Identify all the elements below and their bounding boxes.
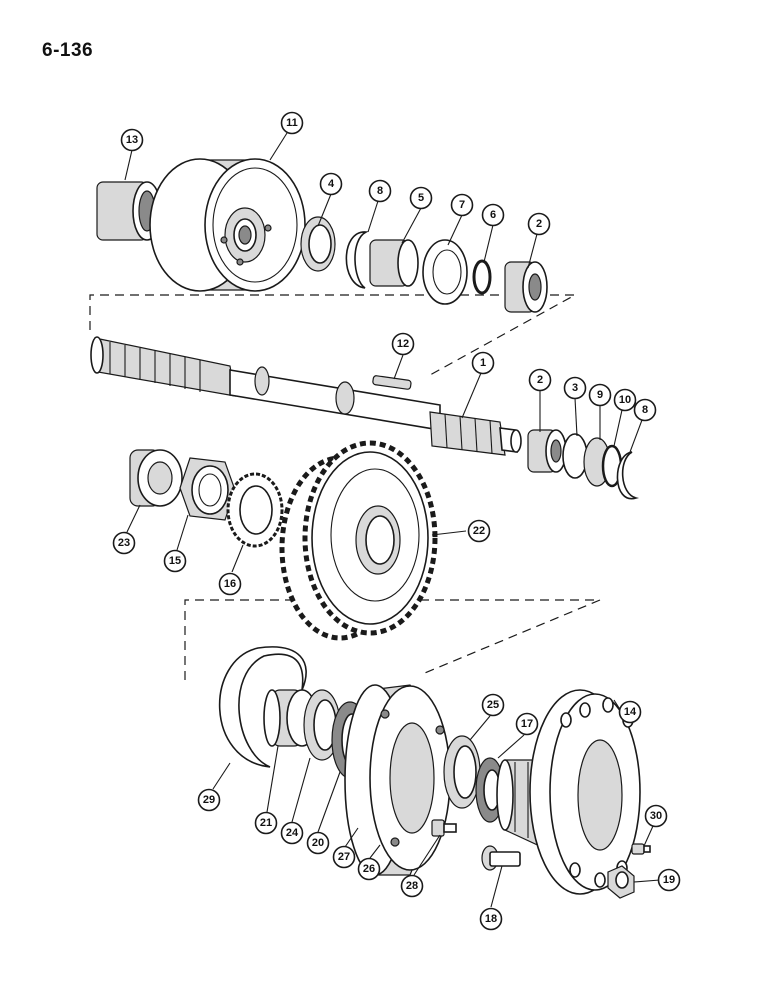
svg-text:23: 23 — [118, 537, 130, 549]
callout-6: 6 — [481, 203, 505, 227]
callout-13: 13 — [120, 128, 144, 152]
callout-9: 9 — [588, 383, 612, 407]
svg-text:8: 8 — [642, 404, 648, 416]
part-2-bearing-lower — [527, 429, 567, 473]
part-30-grease-fitting — [631, 843, 651, 855]
part-16-lockwasher — [226, 472, 284, 548]
callout-12: 12 — [391, 332, 415, 356]
svg-text:17: 17 — [521, 718, 533, 730]
callout-4: 4 — [319, 172, 343, 196]
callout-28: 28 — [400, 874, 424, 898]
svg-text:30: 30 — [650, 810, 662, 822]
part-24-seal — [303, 689, 341, 761]
part-7-washer — [422, 239, 468, 305]
part-14-flange — [496, 689, 641, 895]
svg-text:11: 11 — [286, 117, 298, 129]
svg-text:13: 13 — [126, 134, 138, 146]
svg-text:24: 24 — [286, 827, 299, 839]
callout-26: 26 — [357, 857, 381, 881]
part-29-snap-ring — [218, 646, 307, 768]
callout-21: 21 — [254, 811, 278, 835]
svg-text:25: 25 — [487, 699, 499, 711]
part-8-snap-ring-upper — [345, 231, 369, 289]
callout-23: 23 — [112, 531, 136, 555]
svg-text:2: 2 — [537, 374, 543, 386]
part-15-locknut — [179, 457, 236, 521]
part-18-stud — [481, 845, 521, 871]
part-28-bolt — [431, 819, 457, 837]
svg-text:20: 20 — [312, 837, 324, 849]
callout-27: 27 — [332, 845, 356, 869]
part-11-drum — [149, 158, 306, 292]
callout-8-upper: 8 — [368, 179, 392, 203]
part-1-shaft — [90, 336, 522, 456]
svg-text:14: 14 — [624, 706, 637, 718]
callout-22: 22 — [467, 519, 491, 543]
part-26-housing — [344, 684, 451, 876]
callout-10: 10 — [613, 388, 637, 412]
svg-text:2: 2 — [536, 218, 542, 230]
svg-text:5: 5 — [418, 192, 424, 204]
svg-text:22: 22 — [473, 525, 485, 537]
svg-text:8: 8 — [377, 185, 383, 197]
svg-text:7: 7 — [459, 199, 465, 211]
callout-16: 16 — [218, 572, 242, 596]
part-8-snap-ring-lower — [616, 451, 640, 500]
callout-30: 30 — [644, 804, 668, 828]
callout-2-upper: 2 — [527, 212, 551, 236]
callout-5: 5 — [409, 186, 433, 210]
svg-text:10: 10 — [619, 394, 631, 406]
callout-8-lower: 8 — [633, 398, 657, 422]
svg-text:29: 29 — [203, 794, 215, 806]
svg-text:16: 16 — [224, 578, 236, 590]
part-2-bearing-upper — [504, 261, 548, 313]
part-25-ring — [443, 735, 481, 809]
callout-24: 24 — [280, 821, 304, 845]
svg-text:15: 15 — [169, 555, 181, 567]
callout-2-lower: 2 — [528, 368, 552, 392]
svg-text:27: 27 — [338, 851, 350, 863]
svg-text:28: 28 — [406, 880, 418, 892]
callout-17: 17 — [515, 712, 539, 736]
svg-text:1: 1 — [480, 357, 486, 369]
part-12-key — [372, 375, 412, 390]
part-6-o-ring — [472, 259, 492, 295]
callout-7: 7 — [450, 193, 474, 217]
callout-18: 18 — [479, 907, 503, 931]
page-number: 6-136 — [42, 40, 94, 61]
svg-text:26: 26 — [363, 863, 375, 875]
part-3-ring — [562, 433, 588, 479]
assembly-plane-upper — [89, 294, 576, 376]
callout-19: 19 — [657, 868, 681, 892]
callout-3: 3 — [563, 376, 587, 400]
svg-text:18: 18 — [485, 913, 497, 925]
callout-15: 15 — [163, 549, 187, 573]
part-19-nut — [607, 865, 635, 899]
svg-text:4: 4 — [328, 178, 335, 190]
svg-text:21: 21 — [260, 817, 272, 829]
callout-29: 29 — [197, 788, 221, 812]
svg-text:6: 6 — [490, 209, 496, 221]
callout-25: 25 — [481, 693, 505, 717]
svg-text:12: 12 — [397, 338, 409, 350]
callout-11: 11 — [280, 111, 304, 135]
svg-text:19: 19 — [663, 874, 675, 886]
part-5-bushing — [369, 239, 419, 287]
part-13-sleeve — [96, 181, 162, 241]
part-22-gear — [279, 440, 438, 641]
callout-14: 14 — [618, 700, 642, 724]
svg-text:9: 9 — [597, 389, 603, 401]
part-23-bearing — [129, 449, 183, 507]
callout-1: 1 — [471, 351, 495, 375]
svg-text:3: 3 — [572, 382, 578, 394]
callout-20: 20 — [306, 831, 330, 855]
leader-lines — [124, 132, 661, 908]
part-4-seal — [300, 216, 336, 272]
